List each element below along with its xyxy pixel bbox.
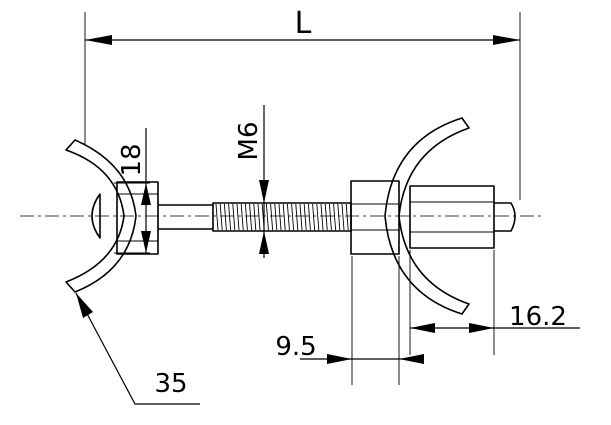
dimension-offset-right: 16.2 bbox=[409, 250, 580, 355]
length-label: L bbox=[295, 6, 312, 41]
thread-hatch bbox=[215, 203, 349, 231]
dimension-offset-left: 9.5 bbox=[275, 256, 424, 385]
right-clamp bbox=[350, 117, 516, 315]
right-nut bbox=[350, 180, 400, 255]
dimension-thread: M6 bbox=[234, 105, 269, 258]
right-sleeve bbox=[409, 185, 495, 249]
offset-right-label: 16.2 bbox=[509, 302, 567, 332]
threaded-rod bbox=[158, 202, 352, 232]
dimension-radius: 35 bbox=[75, 292, 200, 405]
nut-height-label: 18 bbox=[117, 143, 147, 176]
offset-left-label: 9.5 bbox=[275, 332, 316, 362]
left-claw bbox=[65, 139, 137, 293]
left-clamp bbox=[65, 139, 159, 293]
left-dome bbox=[91, 193, 101, 239]
thread-label: M6 bbox=[234, 122, 264, 161]
right-claw bbox=[384, 117, 470, 315]
right-tip bbox=[494, 202, 516, 232]
left-nut bbox=[116, 181, 159, 255]
dimension-length: L bbox=[84, 6, 521, 200]
radius-label: 35 bbox=[154, 369, 187, 399]
dimension-nut-height: 18 bbox=[114, 128, 151, 254]
